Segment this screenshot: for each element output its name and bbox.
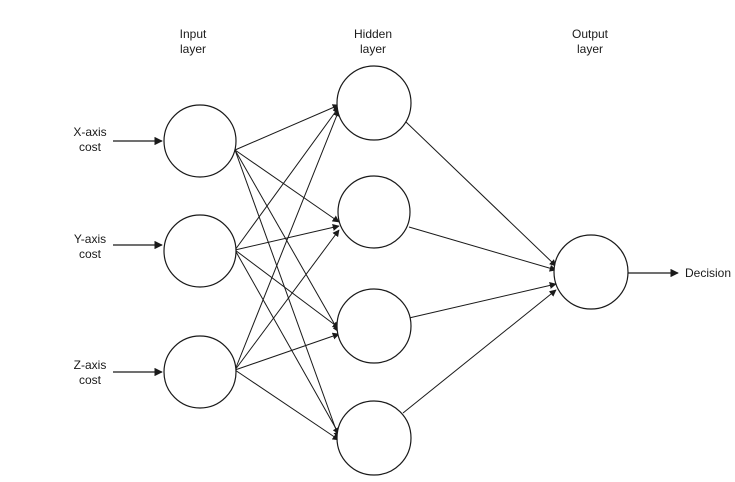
input-node-3 [163, 335, 237, 409]
edge-i2-h1 [234, 106, 340, 251]
edge-i3-h3 [234, 332, 340, 371]
edge-i2-h2 [234, 224, 340, 251]
hidden-node-3 [336, 288, 412, 364]
hidden-node-1 [336, 65, 412, 141]
hidden-output-connections [402, 121, 557, 414]
edge-h4-o1 [402, 289, 557, 414]
edge-i1-h4 [234, 149, 341, 439]
hidden-node-4 [336, 400, 412, 476]
edge-h1-o1 [405, 121, 557, 267]
edge-i3-h2 [234, 229, 340, 371]
input-node-2 [163, 214, 237, 288]
edge-i1-h2 [234, 149, 340, 223]
edge-i1-h1 [234, 104, 340, 151]
edge-h3-o1 [408, 282, 557, 319]
edge-i3-h1 [234, 109, 340, 371]
input-hidden-connections [234, 104, 341, 441]
hidden-node-2 [337, 175, 411, 249]
edge-h2-o1 [408, 226, 557, 272]
output-node [553, 234, 629, 310]
edge-i2-h4 [234, 249, 340, 435]
edge-i3-h4 [234, 369, 340, 441]
input-node-1 [163, 104, 237, 178]
output-label-decision: Decision [685, 266, 731, 280]
edge-i2-h3 [234, 249, 340, 329]
